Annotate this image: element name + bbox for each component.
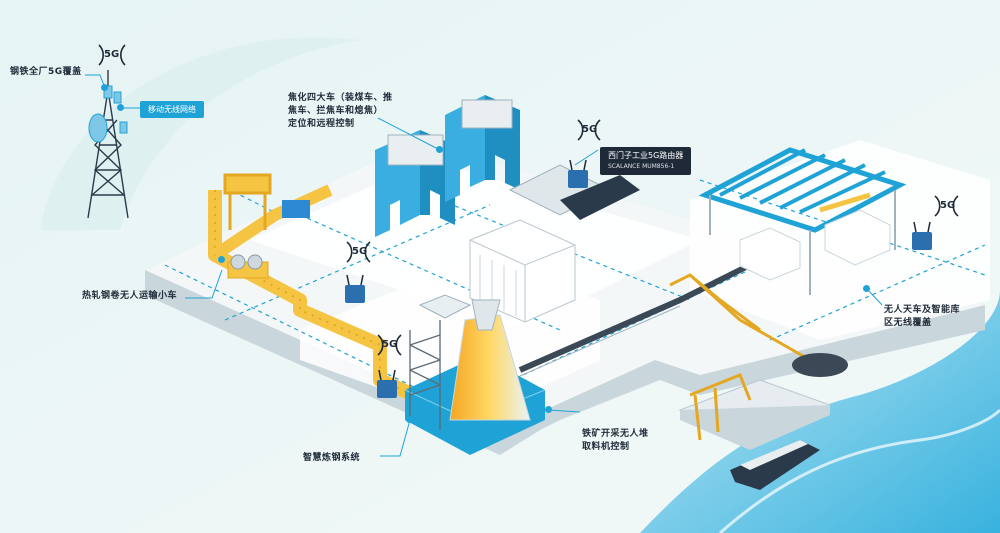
oven-battery [469, 219, 576, 323]
marker-dot [406, 416, 413, 423]
siemens-router-pill: 西门子工业5G路由器 SCALANCE MUM856-1 [600, 147, 692, 175]
marker-dot [101, 84, 108, 91]
antenna-panel [103, 85, 113, 99]
router-antennas [346, 159, 931, 381]
hot-rolled-label: 热轧钢卷无人运输小车 [82, 291, 178, 301]
smart-steelmaking-label: 智慧炼钢系统 [303, 453, 361, 463]
ship [730, 440, 820, 490]
steelmaking-plant [404, 294, 546, 455]
coil-cart [227, 254, 269, 279]
antenna-panel [119, 121, 128, 134]
sea-foam [719, 408, 1000, 533]
marker-dot [117, 104, 124, 111]
stacker-reclaimer [669, 273, 811, 362]
warehouse [698, 147, 907, 295]
5g-badge-coke: 5G [582, 124, 598, 135]
5g-badge-warehouse: 5G [940, 200, 956, 211]
port-crane [689, 373, 752, 441]
siemens-router-label: 西门子工业5G路由器 [608, 151, 684, 160]
gantry-crane-yellow [223, 173, 272, 230]
router-device [345, 170, 932, 398]
leader-lines [85, 74, 883, 457]
full-plant-5g-label: 钢铁全厂5G覆盖 [10, 67, 82, 77]
siemens-router-model: SCALANCE MUM856-1 [608, 163, 675, 170]
5g-badge-tower: 5G [104, 49, 120, 60]
ore-mining-label: 铁矿开采无人堆 取料机控制 [582, 429, 649, 452]
marker-dot [863, 285, 870, 292]
5g-badge-track: 5G [352, 246, 368, 257]
marker-dot [218, 256, 225, 263]
marker-dot [545, 406, 552, 413]
antenna-dish [88, 113, 108, 143]
ore-pile [792, 353, 848, 377]
mobile-network-pill: 移动无线网络 [140, 101, 204, 118]
coke-oven-label: 焦化四大车（装煤车、推 焦车、拦焦车和熄焦） 定位和远程控制 [288, 93, 393, 129]
signal-rings [98, 44, 959, 356]
ore-conveyor [518, 257, 762, 373]
conveyor-shadow [519, 305, 681, 377]
5g-badge-steel: 5G [382, 339, 398, 350]
crane-zone-label: 无人天车及智能库 区无线覆盖 [884, 305, 961, 328]
antenna-panel [113, 91, 122, 104]
marker-dot [436, 146, 443, 153]
control-cabin [282, 200, 310, 218]
cloud-shape [40, 37, 360, 230]
